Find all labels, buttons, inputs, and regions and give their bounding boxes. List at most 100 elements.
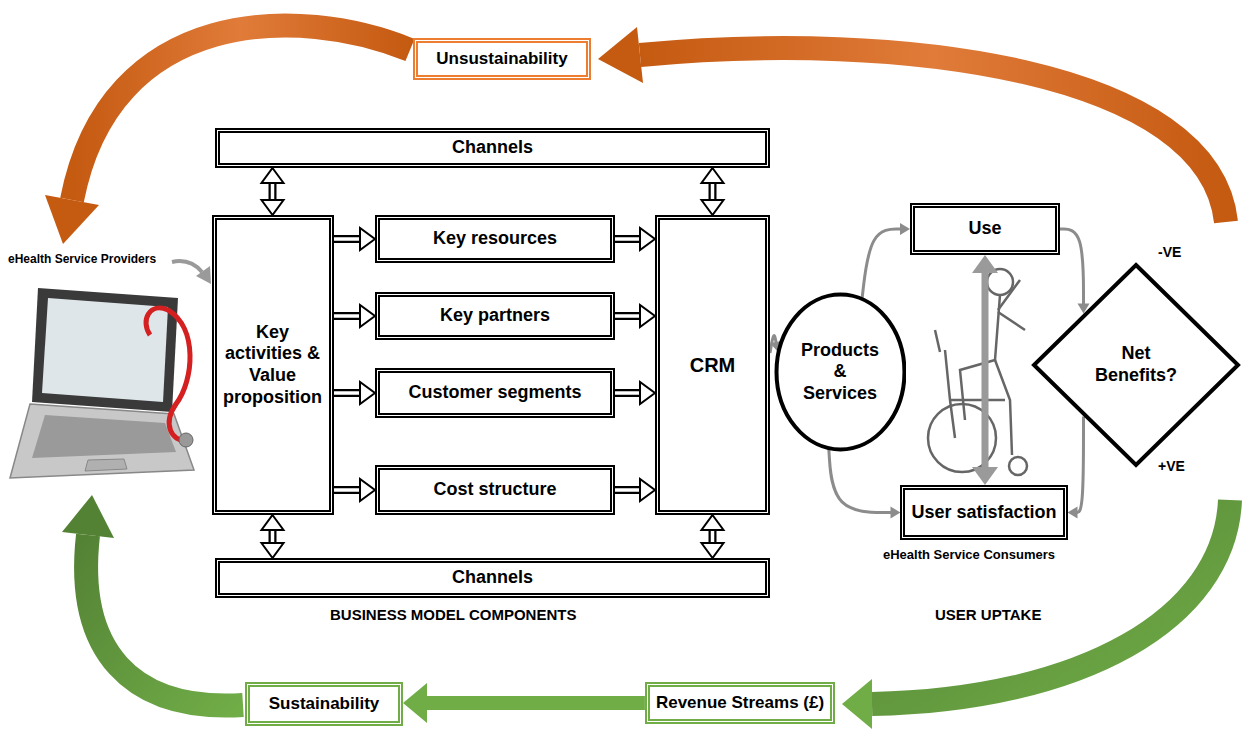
laptop-illustration <box>10 288 194 478</box>
process-box: Key activities & Value proposition <box>212 215 334 515</box>
connector-line <box>423 696 645 710</box>
connector-arrow <box>862 223 910 299</box>
sustainability-arrow <box>62 495 243 706</box>
connector-line <box>615 235 642 243</box>
arrow-head <box>403 683 427 723</box>
status-box: Sustainability <box>245 682 403 726</box>
node-text: Use <box>968 218 1001 240</box>
node-text: Channels <box>452 567 533 589</box>
connector-line <box>334 486 363 494</box>
connector-inner-line <box>615 391 642 395</box>
arrow-head <box>262 200 284 215</box>
connector-inner-line <box>334 488 363 492</box>
node-text: Channels <box>452 137 533 159</box>
connector-arrow <box>334 228 376 250</box>
circle-shape <box>776 295 904 450</box>
connector-inner-line <box>334 314 363 318</box>
process-box: Key resources <box>375 215 615 263</box>
connector-line <box>1060 229 1084 305</box>
arrow-head <box>360 479 375 501</box>
arrow-head <box>702 200 724 215</box>
process-box: User satisfaction <box>900 485 1067 540</box>
status-box: Revenue Streams (£) <box>645 682 835 724</box>
connector-inner-line <box>334 391 363 395</box>
arrow-head <box>972 467 998 485</box>
connector-line <box>615 389 642 397</box>
connector-line <box>615 486 642 494</box>
connector-arrow <box>615 305 655 327</box>
arrow-head <box>360 305 375 327</box>
connector-inner-line <box>334 237 363 241</box>
arrow-head <box>702 515 724 530</box>
outcome-label: +VE <box>1158 458 1185 475</box>
decision-diamond: Net Benefits? <box>1031 262 1241 468</box>
node-text: Key partners <box>440 305 550 327</box>
status-box: Unsustainability <box>413 38 591 80</box>
connector-line <box>615 312 642 320</box>
unsustainability-arrow-right <box>598 27 1226 222</box>
connector-line <box>829 449 892 513</box>
section-label: BUSINESS MODEL COMPONENTS <box>330 606 576 624</box>
arrow-head <box>262 515 284 530</box>
connector-line <box>982 270 989 469</box>
connector-arrow <box>615 382 655 404</box>
node-text: Unsustainability <box>436 49 567 69</box>
node-text: Customer segments <box>408 382 581 404</box>
connector-arrow <box>262 168 284 215</box>
connector-line <box>334 389 363 397</box>
diamond-shape <box>1034 265 1238 465</box>
node-text: Products & Services <box>796 340 884 405</box>
connector-arrow <box>615 479 655 501</box>
connector-arrow <box>403 683 645 723</box>
connector-arrow <box>262 515 284 558</box>
node-text: CRM <box>690 353 736 377</box>
node-text: Sustainability <box>269 694 380 714</box>
product-circle: Products & Services <box>774 292 907 452</box>
arrow-head <box>1068 507 1078 519</box>
arrow-head <box>262 168 284 183</box>
process-box: CRM <box>655 215 770 515</box>
arrow-head <box>972 255 998 273</box>
arrow-head <box>900 223 910 235</box>
connector-arrow <box>972 255 998 485</box>
connector-arrow <box>334 382 376 404</box>
node-text: Key resources <box>433 228 557 250</box>
arrow-head <box>890 507 900 519</box>
process-box: Use <box>910 203 1060 255</box>
process-box: Key partners <box>375 292 615 340</box>
node-text: User satisfaction <box>911 502 1056 524</box>
connector-arrow <box>615 228 655 250</box>
outcome-label: -VE <box>1158 244 1181 261</box>
node-text: Cost structure <box>433 479 556 501</box>
connector-inner-line <box>615 314 642 318</box>
arrow-head <box>640 228 655 250</box>
process-box: Customer segments <box>375 368 615 418</box>
connector-line <box>334 312 363 320</box>
arrow-head <box>640 479 655 501</box>
arrow-head <box>262 543 284 558</box>
arrow-head <box>360 382 375 404</box>
channel-band: Channels <box>215 128 770 168</box>
connector-inner-line <box>615 237 642 241</box>
connector-arrow <box>1060 229 1090 314</box>
pointer-arrow <box>172 261 211 284</box>
node-text: Key activities & Value proposition <box>223 322 323 408</box>
arrow-head <box>640 382 655 404</box>
arrow-head <box>360 228 375 250</box>
connector-inner-line <box>615 488 642 492</box>
connector-arrow <box>1068 417 1084 519</box>
connector-arrow <box>829 449 901 519</box>
node-text: Revenue Streams (£) <box>656 693 824 713</box>
connector-arrow <box>334 305 376 327</box>
process-box: Cost structure <box>375 465 615 515</box>
connector-line <box>334 235 363 243</box>
connector-line <box>862 229 901 299</box>
arrow-head <box>702 168 724 183</box>
connector-line <box>1076 417 1083 513</box>
wheelchair-user-illustration <box>928 269 1027 475</box>
channel-band: Channels <box>215 558 770 598</box>
arrow-head <box>640 305 655 327</box>
side-label: eHealth Service Consumers <box>883 547 1055 563</box>
connector-arrow <box>702 168 724 215</box>
